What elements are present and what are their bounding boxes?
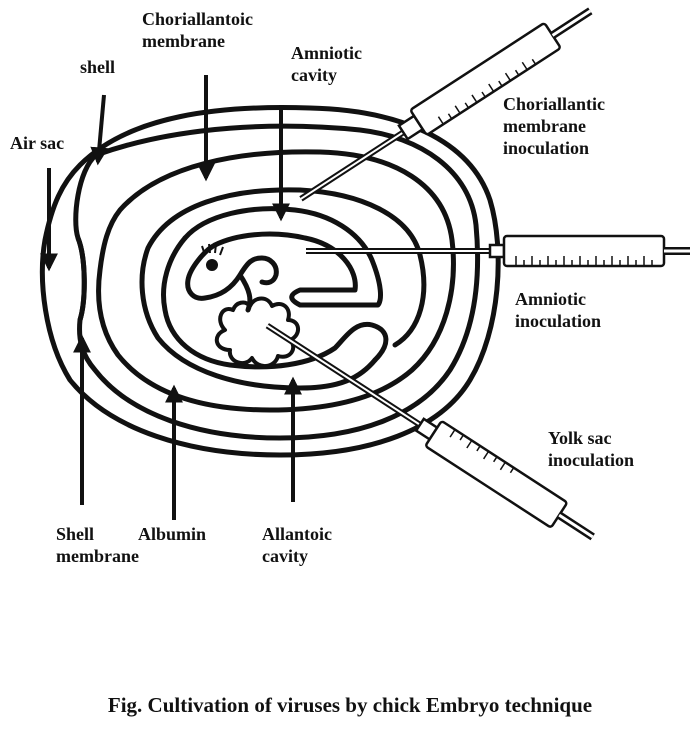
label-shell-membrane: Shell membrane <box>56 524 139 566</box>
label-allantoic-cavity: Allantoic cavity <box>262 524 332 566</box>
yolk-sac <box>214 296 300 368</box>
syringe-amniotic <box>306 234 690 268</box>
label-albumin: Albumin <box>138 524 207 544</box>
arrow-shell <box>90 94 109 166</box>
label-air-sac: Air sac <box>10 133 65 153</box>
air-sac-membrane <box>75 237 87 321</box>
shell-membrane-line <box>73 123 481 441</box>
egg-shell <box>39 105 501 458</box>
amnion-outline <box>182 206 383 308</box>
label-chorioallantoic-membrane: Choriallantoic membrane <box>142 9 253 51</box>
chorioallantoic-membrane-line <box>96 149 456 413</box>
label-shell: shell <box>80 57 116 77</box>
embryo-eye <box>201 243 224 271</box>
allantoic-membrane-line <box>139 187 427 391</box>
label-amniotic-inoculation: Amniotic inoculation <box>515 289 602 331</box>
label-amniotic-cavity: Amniotic cavity <box>291 43 362 85</box>
syringe-cam <box>299 7 593 202</box>
label-yolk-sac-inoculation: Yolk sac inoculation <box>548 428 635 470</box>
figure-caption: Fig. Cultivation of viruses by chick Emb… <box>107 693 593 717</box>
syringe-yolk-sac <box>265 323 595 541</box>
allantoic-inner-loop <box>161 235 389 370</box>
label-cam-inoculation: Choriallantic membrane inoculation <box>503 94 605 158</box>
